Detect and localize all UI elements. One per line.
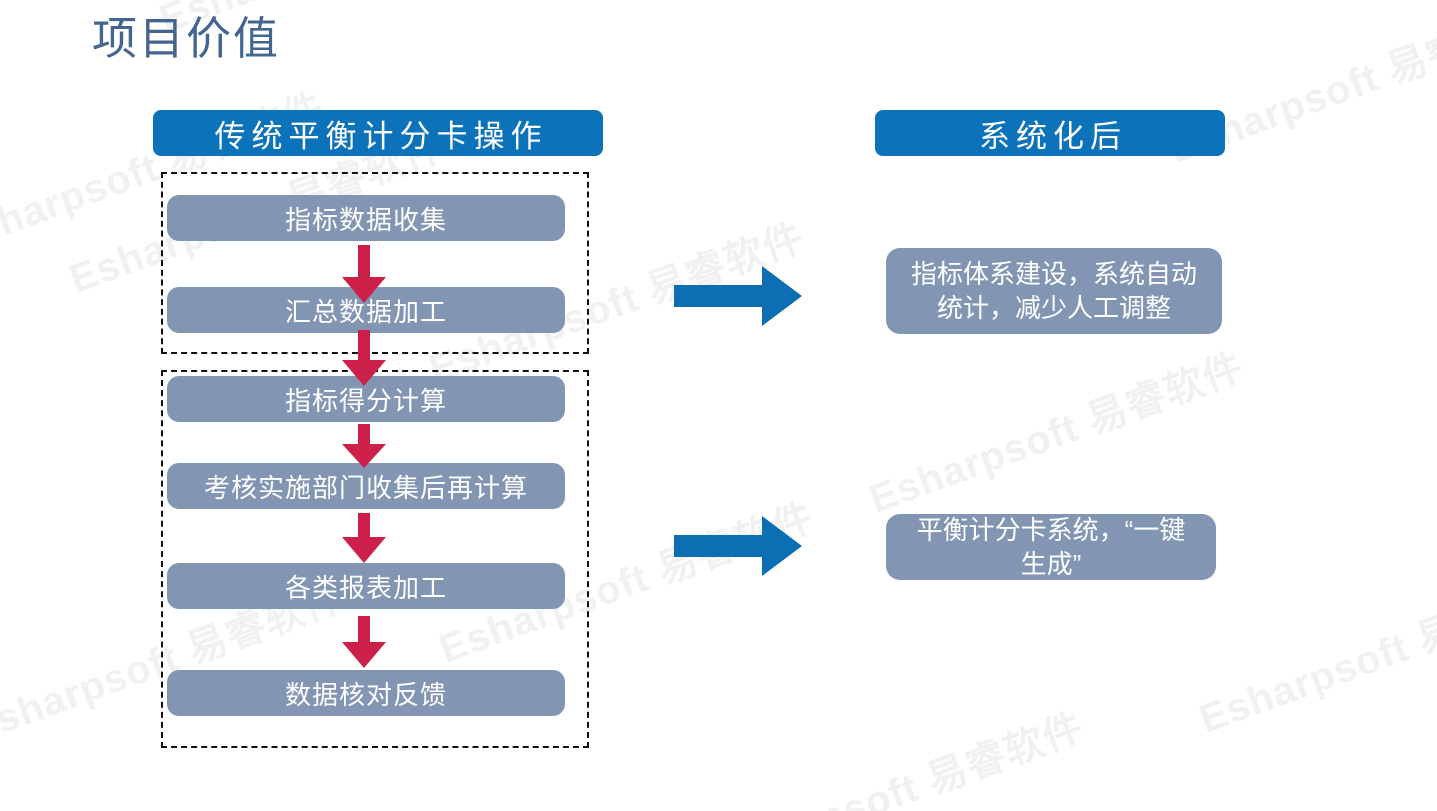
- watermark-text: Esharpsoft 易睿软件: [703, 705, 1091, 811]
- right-arrow-icon: [674, 516, 802, 576]
- process-step-box[interactable]: 各类报表加工: [167, 563, 565, 609]
- page-title: 项目价值: [92, 13, 281, 64]
- column-header-traditional: 传统平衡计分卡操作: [153, 110, 603, 156]
- process-step-box[interactable]: 考核实施部门收集后再计算: [167, 463, 565, 509]
- outcome-box[interactable]: 平衡计分卡系统，“一键生成”: [886, 514, 1216, 580]
- down-arrow-icon: [342, 330, 386, 386]
- process-step-box[interactable]: 指标得分计算: [167, 376, 565, 422]
- down-arrow-icon: [342, 424, 386, 468]
- down-arrow-icon: [342, 513, 386, 563]
- down-arrow-icon: [342, 616, 386, 668]
- process-step-box[interactable]: 数据核对反馈: [167, 670, 565, 716]
- column-header-systemized: 系统化后: [875, 110, 1225, 156]
- process-step-box[interactable]: 指标数据收集: [167, 195, 565, 241]
- watermark-text: Esharpsoft 易睿软件: [863, 345, 1251, 522]
- outcome-box[interactable]: 指标体系建设，系统自动统计，减少人工调整: [886, 248, 1222, 334]
- down-arrow-icon: [342, 245, 386, 303]
- process-group-collect: [161, 172, 589, 354]
- watermark-text: Esharpsoft 易睿软件: [1193, 565, 1437, 742]
- right-arrow-icon: [674, 266, 802, 326]
